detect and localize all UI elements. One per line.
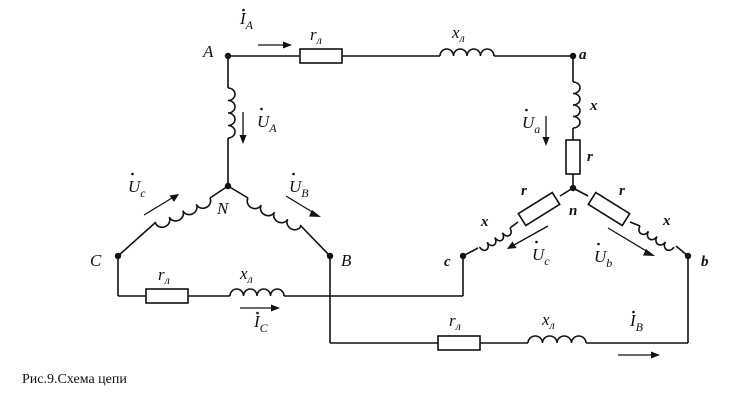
arrows [143, 41, 660, 359]
node-B [326, 252, 334, 260]
label-node-C: C [90, 251, 102, 270]
label-voltage-UA: UA [257, 112, 277, 135]
label-load-x-a: x [589, 98, 598, 114]
dot-UA [260, 107, 263, 111]
label-load-r-a: r [587, 149, 593, 165]
label-node-b: b [701, 254, 709, 270]
label-node-n: n [569, 203, 577, 219]
load-resistor-b [587, 191, 631, 227]
dot-Ub [597, 242, 600, 246]
dot-Ua [525, 108, 528, 112]
wires [117, 55, 689, 344]
resistors [145, 48, 631, 351]
label-load-r-b: r [619, 183, 625, 199]
node-A [224, 52, 232, 60]
dot-UC [131, 172, 134, 176]
label-voltage-Uc: Uc [532, 245, 550, 268]
dot-UB [292, 172, 295, 176]
line-resistor-c [145, 288, 189, 304]
label-node-A: A [202, 42, 214, 61]
node-a [569, 52, 577, 60]
label-voltage-UB: UB [289, 177, 309, 200]
load-inductor-b [638, 225, 675, 252]
label-voltage-Ua: Ua [522, 113, 540, 136]
line-inductor-a [439, 48, 495, 57]
label-current-IC: IC [253, 312, 269, 335]
label-line-r-b: rл [449, 311, 461, 333]
load-resistor-a [565, 139, 581, 175]
label-current-IB: IB [629, 311, 644, 334]
label-line-r-a: rл [310, 25, 322, 47]
label-voltage-Ub: Ub [594, 247, 612, 270]
label-node-a: a [579, 47, 587, 63]
label-current-IA: IA [239, 9, 254, 32]
line-inductor-b [527, 335, 587, 344]
nodes [114, 52, 692, 260]
label-node-B: B [341, 251, 352, 270]
dot-Uc [535, 240, 538, 244]
node-N [224, 182, 232, 190]
label-line-r-c: rл [158, 265, 170, 287]
label-node-c: c [444, 254, 451, 270]
node-b [684, 252, 692, 260]
label-line-x-b: xл [541, 310, 555, 332]
line-resistor-a [299, 48, 343, 64]
label-voltage-UC: Uc [128, 177, 146, 200]
label-line-x-a: xл [451, 23, 465, 45]
source-coil-a [227, 87, 236, 139]
figure-caption: Рис.9.Схема цепи [22, 372, 127, 387]
label-load-x-b: x [662, 213, 671, 229]
label-load-x-c: x [480, 214, 489, 230]
node-C [114, 252, 122, 260]
dot-IA [242, 8, 245, 12]
label-line-x-c: xл [239, 264, 253, 286]
dot-IC [256, 311, 259, 315]
node-n [569, 184, 577, 192]
label-node-N: N [216, 199, 230, 218]
source-coil-b [246, 197, 302, 231]
node-c [459, 252, 467, 260]
line-inductor-c [229, 288, 285, 297]
line-resistor-b [437, 335, 481, 351]
load-resistor-c [517, 191, 561, 227]
labels: A N C B a n c b rл rл rл xл xл xл x r r … [90, 8, 709, 335]
dot-IB [632, 310, 635, 314]
label-load-r-c: r [521, 183, 527, 199]
load-inductor-a [572, 81, 581, 129]
